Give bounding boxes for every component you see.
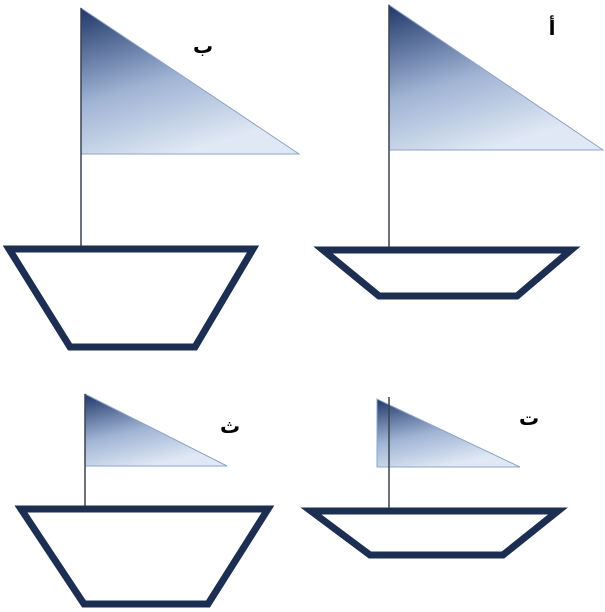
hull — [323, 250, 571, 296]
hull — [21, 509, 268, 604]
sail — [85, 394, 227, 466]
boat-label-b: ب — [193, 34, 213, 58]
boat-th: ث — [21, 394, 268, 604]
sail — [389, 5, 603, 150]
boat-a: أ — [323, 5, 603, 296]
sail — [81, 8, 299, 154]
boat-b: ب — [9, 8, 299, 347]
boat-t: ت — [311, 397, 558, 555]
hull — [311, 511, 558, 555]
boat-label-th: ث — [220, 414, 240, 438]
hull — [9, 249, 253, 347]
sail — [377, 399, 520, 467]
boat-label-t: ت — [519, 406, 539, 430]
boat-label-a: أ — [549, 14, 556, 40]
